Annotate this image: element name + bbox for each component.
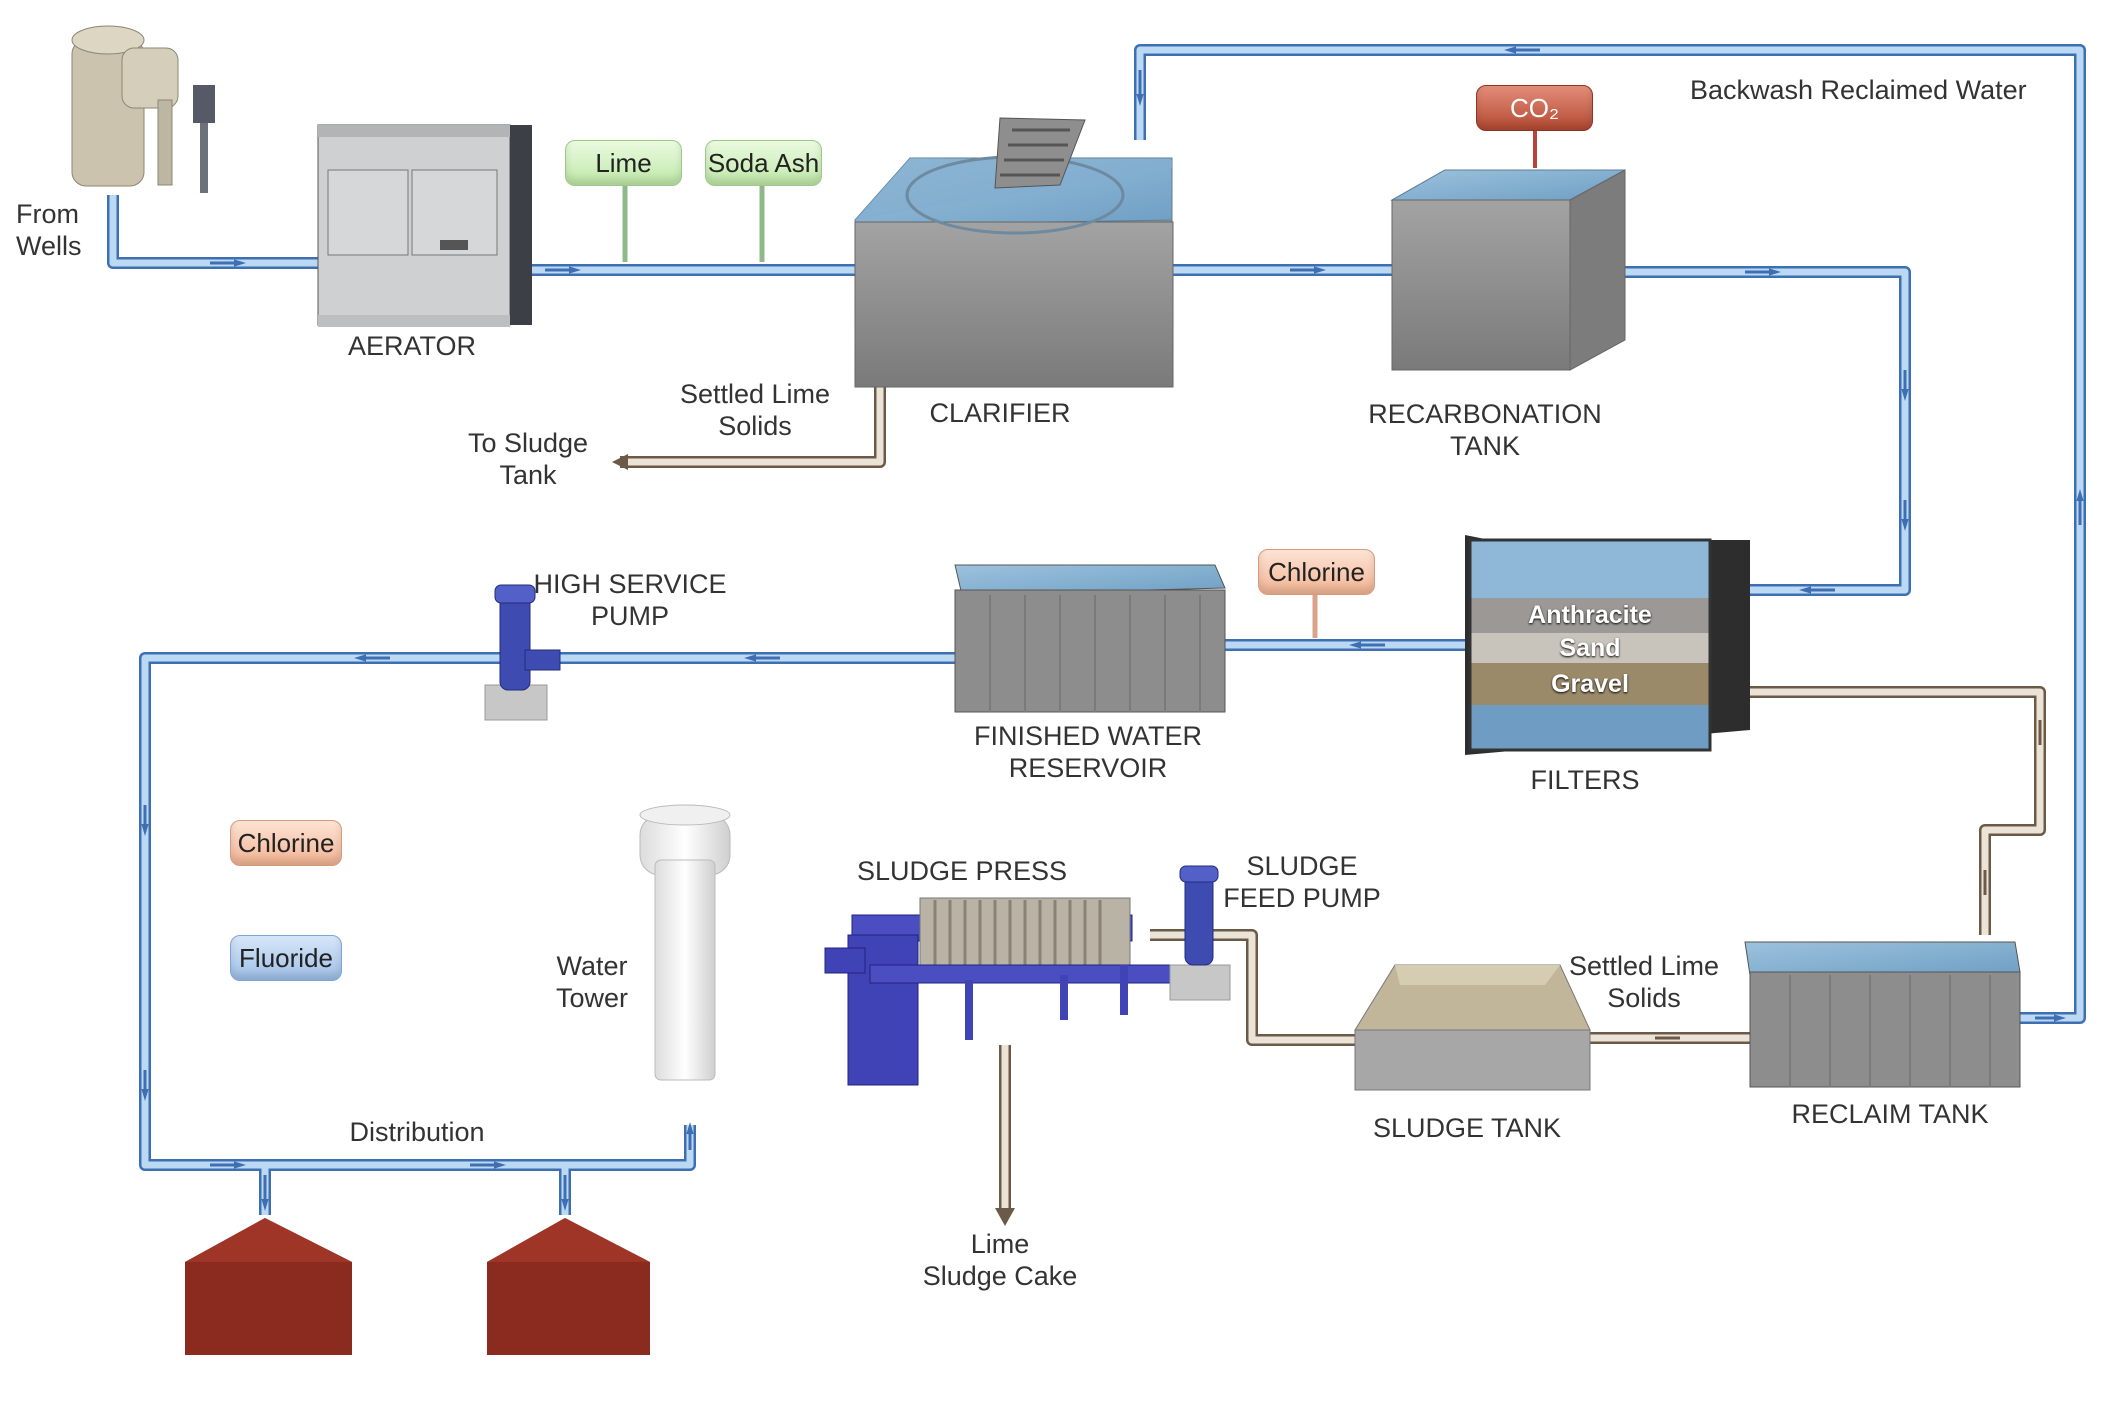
gravel-layer-label: Gravel [1551,670,1629,698]
chlorine-top-tag: Chlorine [1258,549,1375,595]
recarbonation-tank [1390,128,1626,371]
to-sludge-tank-label: To Sludge Tank [467,428,589,490]
lime-tag: Lime [565,140,682,186]
distribution-label: Distribution [349,1117,485,1147]
filters-unit [1465,535,1750,755]
sludge-press [824,897,1171,1086]
finished-water-reservoir [954,564,1226,713]
sand-layer-label: Sand [1559,634,1621,662]
reclaim-tank-label: RECLAIM TANK [1791,1099,1989,1129]
water-tower [639,804,731,1081]
houses [185,1218,650,1355]
lime-sludge-cake-label: Lime Sludge Cake [922,1229,1078,1291]
clarifier-label: CLARIFIER [929,398,1071,428]
aerator-label: AERATOR [347,331,477,361]
clarifier-tank [854,117,1174,388]
sludge-pipes [612,350,2046,1226]
aerator-equipment [317,124,532,327]
anthracite-layer-label: Anthracite [1528,601,1652,629]
fluoride-tag: Fluoride [230,935,342,981]
sludge-tank [1354,964,1591,1091]
from-wells-label: From Wells [16,199,82,261]
soda-ash-tag: Soda Ash [705,140,822,186]
finished-water-reservoir-label: FINISHED WATER RESERVOIR [974,721,1202,783]
water-pipes [107,44,2086,1215]
chemical-feed-lines [622,185,765,262]
co2-tag: CO₂ [1476,85,1593,131]
recarbonation-tank-label: RECARBONATION TANK [1368,399,1602,461]
settled-lime-solids-bottom-label: Settled Lime Solids [1568,951,1720,1013]
water-tower-label: Water Tower [555,951,629,1013]
backwash-label: Backwash Reclaimed Water [1690,75,2027,105]
sludge-press-label: SLUDGE PRESS [856,856,1068,886]
sludge-feed-pump-label: SLUDGE FEED PUMP [1223,851,1381,913]
wells-equipment [71,25,215,193]
chlorine-left-tag: Chlorine [230,820,342,866]
sludge-tank-label: SLUDGE TANK [1372,1113,1562,1143]
reclaim-tank [1744,941,2021,1088]
high-service-pump-label: HIGH SERVICE PUMP [533,569,727,631]
high-service-pump [484,584,561,721]
settled-lime-solids-top-label: Settled Lime Solids [679,379,831,441]
filters-label: FILTERS [1530,765,1640,795]
sludge-feed-pump [1169,865,1231,1001]
